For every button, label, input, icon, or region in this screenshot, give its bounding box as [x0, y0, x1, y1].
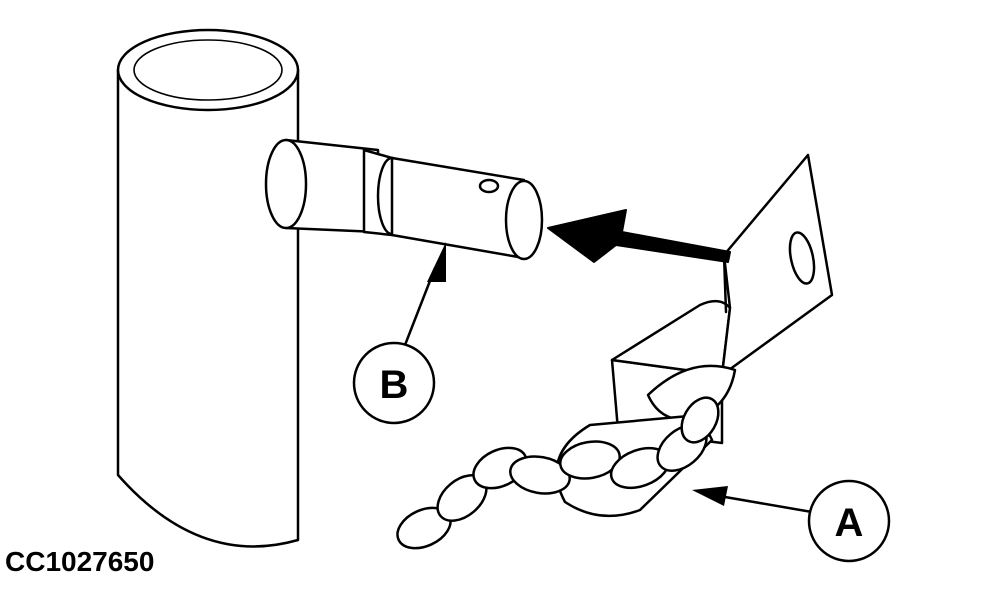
callout-a: A: [692, 479, 891, 563]
pin-icon: [264, 138, 544, 261]
hitch-bracket-icon: [610, 153, 834, 445]
figure-id: CC1027650: [5, 546, 155, 577]
tube-icon: [116, 28, 300, 548]
chain-icon: [396, 396, 720, 550]
callout-label-b: B: [380, 363, 409, 407]
direction-arrow-icon: [547, 209, 731, 263]
callout-b: B: [352, 242, 446, 425]
callout-label-a: A: [835, 501, 864, 545]
